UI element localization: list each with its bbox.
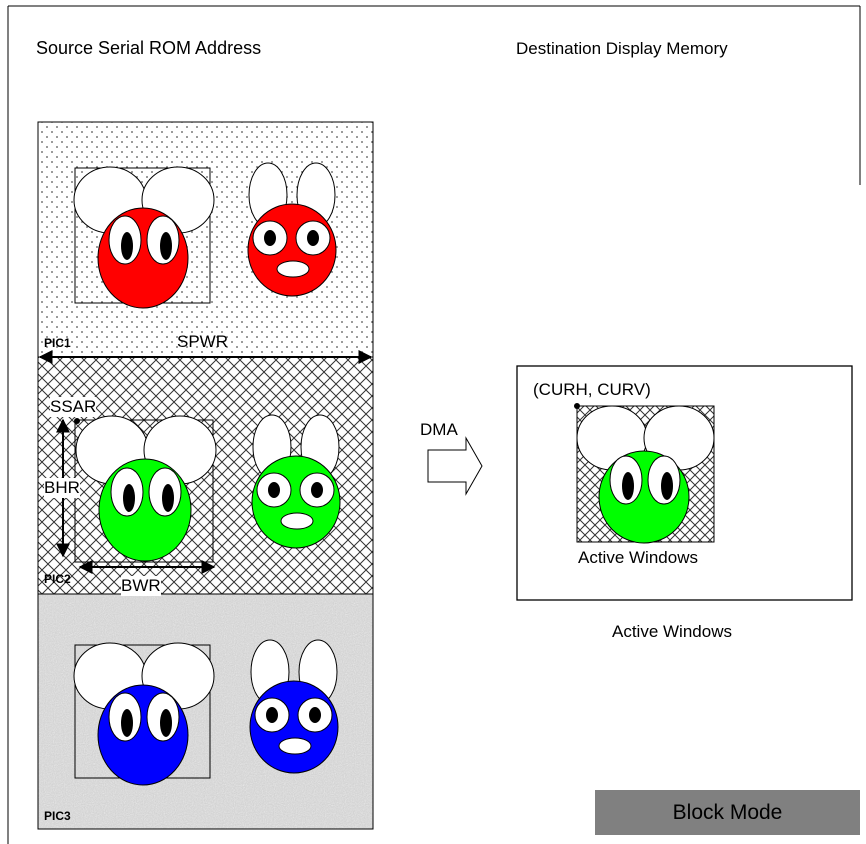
pic3-mouse-face [73, 642, 215, 786]
dma-arrow [427, 436, 483, 496]
active-window [576, 405, 715, 544]
pic2-bunny-face [251, 414, 341, 549]
active-windows-caption: Active Windows [612, 622, 732, 641]
curh-curv-label: (CURH, CURV) [533, 380, 651, 399]
bwr-label: BWR [121, 576, 161, 596]
pic3-label: PIC3 [44, 809, 71, 823]
pic2-mouse-face [75, 415, 217, 562]
block-mode-banner: Block Mode [595, 790, 860, 835]
curh-curv-point [574, 403, 580, 409]
pic2-label: PIC2 [44, 572, 71, 586]
pic1-label: PIC1 [44, 336, 71, 350]
pic1-bunny-face [247, 162, 337, 297]
pic3-bunny-face [249, 639, 339, 774]
dma-label: DMA [420, 420, 458, 439]
pic2-panel [37, 356, 374, 595]
destination-title: Destination Display Memory [516, 39, 728, 58]
ssar-point [74, 418, 80, 424]
pic1-mouse-face [73, 166, 215, 309]
source-title: Source Serial ROM Address [36, 38, 262, 58]
active-windows-inner-label: Active Windows [578, 548, 698, 567]
bhr-label: BHR [44, 478, 80, 498]
ssar-label: SSAR [50, 397, 97, 417]
pic3-panel [37, 593, 374, 830]
pic1-panel [37, 121, 374, 358]
spwr-label: SPWR [177, 332, 228, 351]
